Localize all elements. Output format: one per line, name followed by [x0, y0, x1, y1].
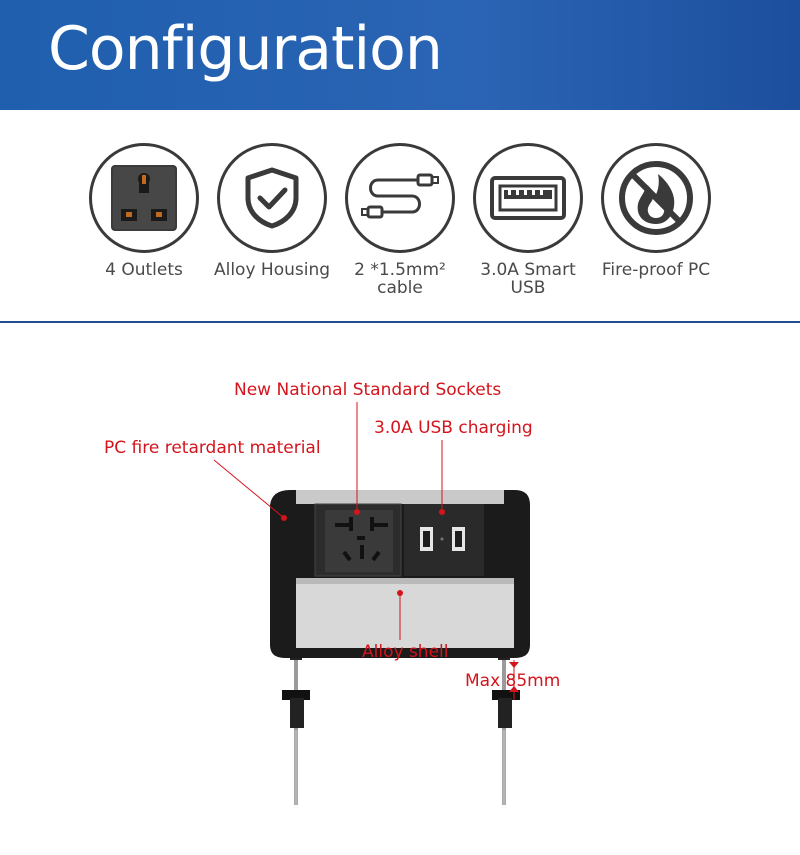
callout-shell: Alloy shell	[362, 642, 449, 662]
feature-row: 4 Outlets Alloy Housing 2 *1.5mm² cable	[0, 140, 800, 310]
callout-max: Max 85mm	[465, 671, 561, 691]
usb-ports	[420, 527, 465, 551]
cable-icon	[361, 173, 439, 219]
callout-pc: PC fire retardant material	[104, 438, 321, 458]
no-fire-icon	[619, 161, 693, 235]
feature-label: Fire-proof PC	[601, 260, 711, 280]
feature-outlets-circle	[89, 143, 199, 253]
feature-alloy-housing: Alloy Housing	[202, 140, 342, 279]
page-title: Configuration	[48, 14, 443, 84]
callout-sockets: New National Standard Sockets	[234, 380, 502, 400]
usb-port-icon	[490, 176, 566, 220]
feature-label-line2: USB	[510, 278, 546, 298]
feature-label-line2: cable	[377, 278, 423, 298]
universal-socket-icon	[111, 165, 177, 231]
header-banner: Configuration	[0, 0, 800, 110]
product-illustration	[213, 402, 530, 805]
feature-cable: 2 *1.5mm² cable	[330, 140, 470, 297]
feature-label: Alloy Housing	[213, 260, 331, 280]
feature-alloy-housing-circle	[217, 143, 327, 253]
feature-usb: 3.0A Smart USB	[458, 140, 598, 297]
power-unit-body	[270, 490, 530, 658]
section-divider	[0, 321, 800, 323]
ac-socket	[335, 517, 388, 562]
feature-outlets: 4 Outlets	[74, 140, 214, 279]
feature-label: 3.0A Smart	[480, 260, 576, 280]
feature-fireproof-circle	[601, 143, 711, 253]
callout-usb: 3.0A USB charging	[374, 418, 533, 438]
feature-label: 2 *1.5mm²	[354, 260, 446, 280]
feature-fireproof: Fire-proof PC	[586, 140, 726, 279]
feature-label: 4 Outlets	[105, 260, 183, 280]
shield-check-icon	[245, 167, 299, 229]
callout-pointers	[213, 402, 519, 700]
feature-cable-circle	[345, 143, 455, 253]
feature-usb-circle	[473, 143, 583, 253]
